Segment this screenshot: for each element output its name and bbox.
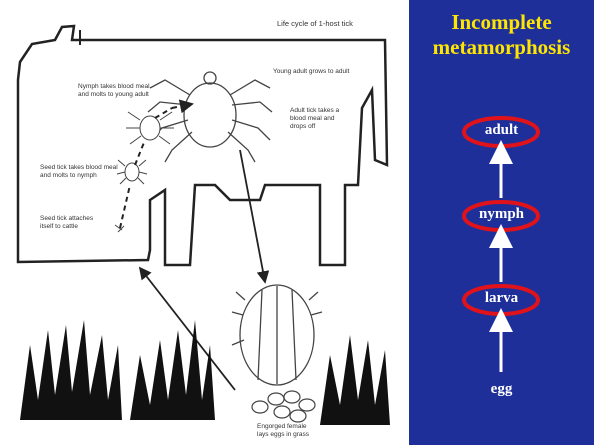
stage-egg: egg [409, 381, 594, 398]
tick-life-cycle-illustration: Life cycle of 1-host tick Young adult gr… [0, 0, 409, 445]
figure-title: Life cycle of 1-host tick [277, 20, 353, 28]
grass-drawing [20, 320, 390, 425]
seed-tick-drawing [115, 160, 147, 232]
caption-young-adult: Young adult grows to adult [273, 68, 349, 76]
nymph-tick-drawing [126, 112, 174, 144]
adult-tick-drawing [148, 72, 272, 162]
metamorphosis-panel: Incomplete metamorphosis adult nymph lar… [409, 0, 594, 445]
engorged-female-drawing [232, 285, 322, 385]
egg-cluster-drawing [252, 391, 315, 422]
stage-larva: larva [409, 290, 594, 307]
stage-adult: adult [409, 122, 594, 139]
stage-nymph: nymph [409, 206, 594, 223]
